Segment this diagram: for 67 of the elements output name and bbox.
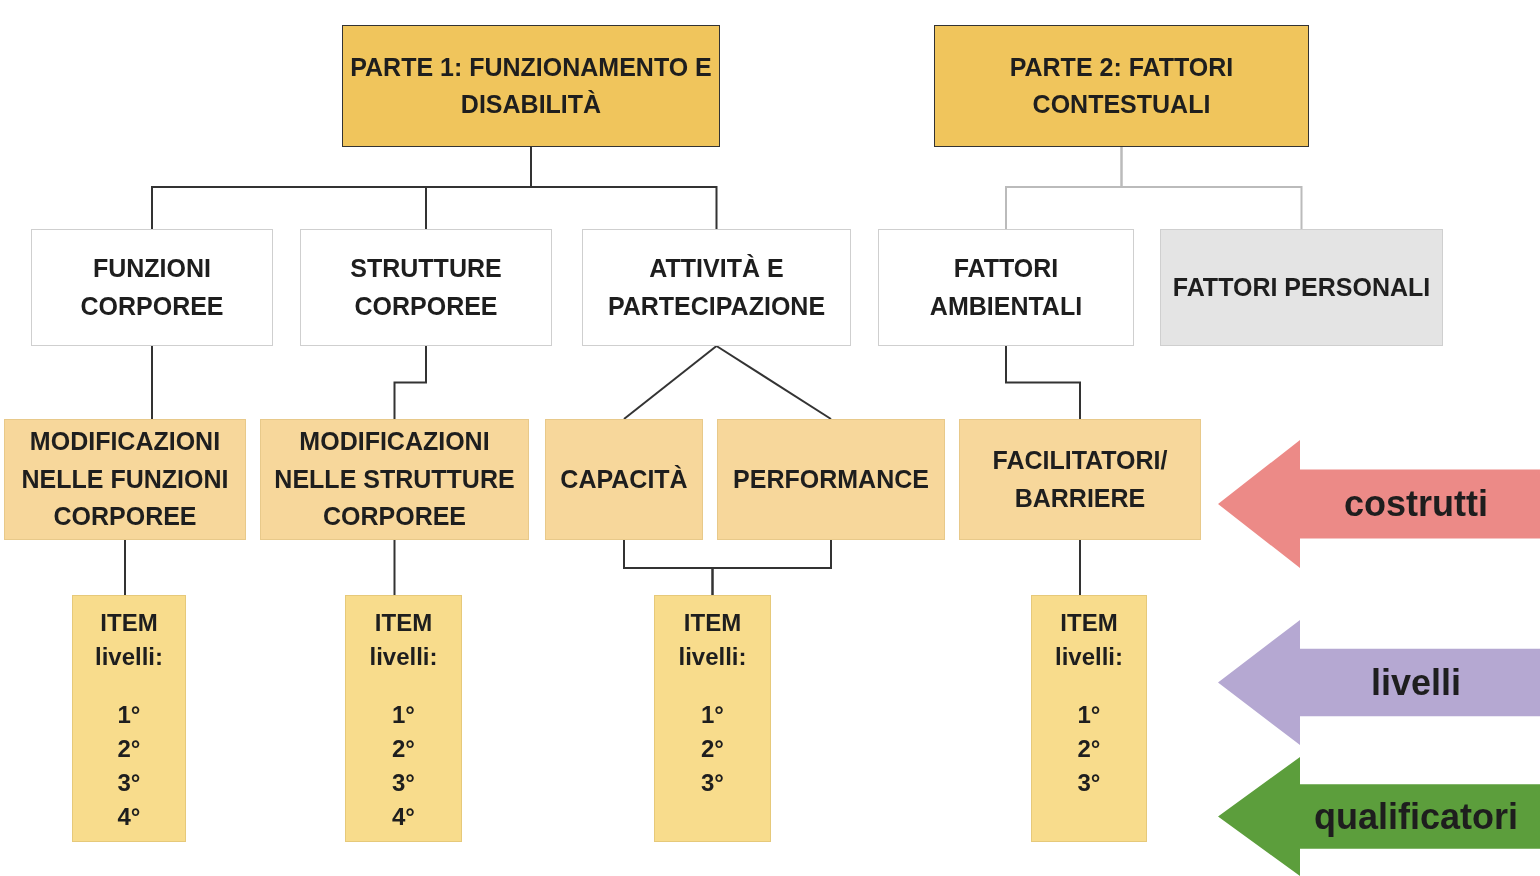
level-number: 4° — [392, 802, 415, 832]
connector-line — [711, 539, 832, 596]
section-box — [342, 25, 720, 147]
arrow-shape — [1218, 440, 1540, 568]
arrow-shape — [1218, 757, 1540, 876]
level-number: 2° — [701, 734, 724, 764]
connector-line — [393, 345, 427, 420]
component-box — [582, 229, 851, 346]
item-box — [345, 595, 462, 842]
construct-box — [545, 419, 703, 540]
levels-label: livelli: — [369, 642, 438, 672]
level-number: 4° — [117, 802, 141, 832]
level-number: 1° — [1077, 700, 1101, 730]
item-box — [654, 595, 771, 842]
box-label: MODIFICAZIONI NELLE STRUTTURE CORPOREE — [273, 426, 516, 533]
level-number: 3° — [1077, 768, 1101, 798]
item-label: ITEM — [100, 608, 158, 638]
box-label: PARTE 1: FUNZIONAMENTO E DISABILITÀ — [349, 51, 713, 120]
construct-box — [959, 419, 1201, 540]
arrow-label: qualificatori — [1313, 794, 1519, 838]
construct-box — [717, 419, 945, 540]
levels-label: livelli: — [1055, 642, 1123, 672]
component-box — [1160, 229, 1443, 346]
arrow-label: livelli — [1369, 660, 1463, 704]
box-label: MODIFICAZIONI NELLE FUNZIONI CORPOREE — [20, 426, 230, 533]
connector-line — [393, 539, 396, 596]
connector-line — [1120, 146, 1303, 230]
level-number: 1° — [392, 700, 415, 730]
item-label: ITEM — [683, 608, 742, 638]
arrow-shape — [1218, 620, 1540, 745]
level-number: 3° — [701, 768, 724, 798]
connector-line — [530, 146, 718, 230]
level-number: 1° — [117, 700, 141, 730]
levels-label: livelli: — [95, 642, 163, 672]
box-label: FUNZIONI CORPOREE — [79, 253, 225, 322]
level-number: 2° — [392, 734, 415, 764]
item-box — [72, 595, 186, 842]
item-label: ITEM — [374, 608, 433, 638]
level-number: 2° — [1077, 734, 1101, 764]
component-box — [878, 229, 1134, 346]
box-label: FATTORI AMBIENTALI — [928, 253, 1084, 322]
connector-line — [124, 539, 126, 596]
connector-line — [1079, 539, 1081, 596]
construct-box — [4, 419, 246, 540]
construct-box — [260, 419, 529, 540]
box-label: CAPACITÀ — [560, 463, 688, 495]
box-label: STRUTTURE CORPOREE — [349, 253, 503, 322]
levels-label: livelli: — [678, 642, 747, 672]
section-box — [934, 25, 1309, 147]
component-box — [300, 229, 552, 346]
connector-line — [151, 345, 153, 420]
connector-line — [623, 345, 718, 420]
box-label: FATTORI PERSONALI — [1172, 271, 1431, 303]
item-box — [1031, 595, 1147, 842]
connector-line — [715, 345, 832, 420]
box-label: FACILITATORI/ BARRIERE — [991, 445, 1169, 514]
level-number: 2° — [117, 734, 141, 764]
level-number: 3° — [392, 768, 415, 798]
component-box — [31, 229, 273, 346]
level-number: 1° — [701, 700, 724, 730]
arrow-label: costrutti — [1343, 482, 1489, 526]
level-number: 3° — [117, 768, 141, 798]
box-label: PARTE 2: FATTORI CONTESTUALI — [1008, 51, 1235, 120]
item-label: ITEM — [1060, 608, 1118, 638]
box-label: PERFORMANCE — [733, 463, 929, 495]
box-label: ATTIVITÀ E PARTECIPAZIONE — [606, 253, 827, 322]
connector-line — [1005, 345, 1081, 420]
